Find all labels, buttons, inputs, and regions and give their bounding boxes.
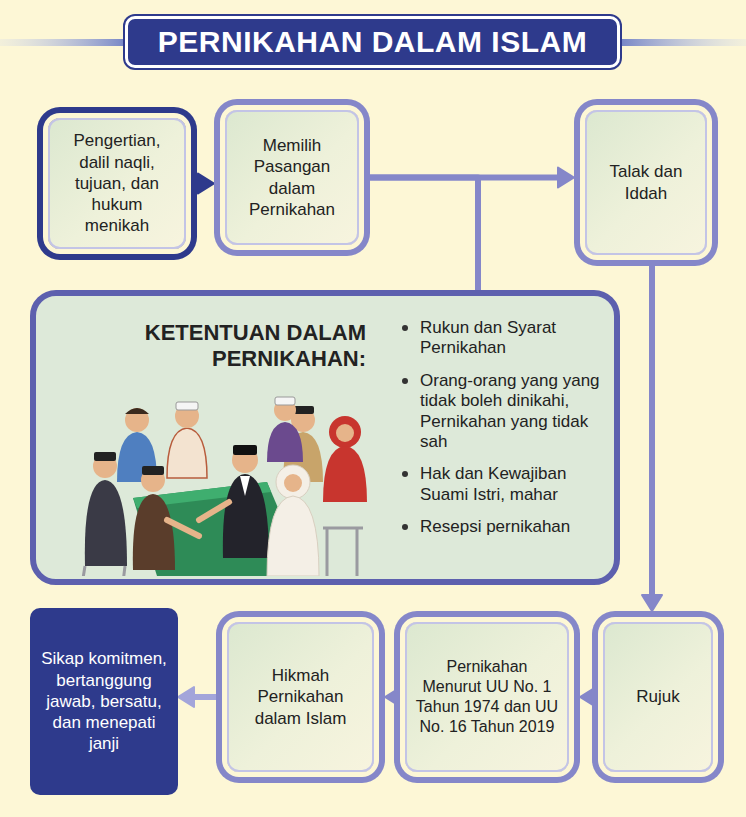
bullet-text: Rukun dan Syarat Pernikahan	[420, 318, 610, 359]
arrow-head	[178, 687, 194, 707]
bullet-dot	[402, 378, 408, 384]
topic-box: Pernikahan Menurut UU No. 1 Tahun 1974 d…	[405, 622, 569, 772]
box-label: Pernikahan Menurut UU No. 1 Tahun 1974 d…	[415, 657, 559, 737]
connector-line	[649, 266, 655, 597]
topic-box: Memilih Pasangan dalam Pernikahan	[225, 110, 359, 245]
topic-box: Rujuk	[603, 622, 713, 772]
box-label: Memilih Pasangan dalam Pernikahan	[235, 135, 349, 220]
bullet-dot	[402, 471, 408, 477]
bullet-text: Resepsi pernikahan	[420, 517, 610, 537]
bullet-item: Hak dan Kewajiban Suami Istri, mahar	[398, 464, 610, 505]
bullet-text: Hak dan Kewajiban Suami Istri, mahar	[420, 464, 610, 505]
title-text: PERNIKAHAN DALAM ISLAM	[158, 25, 587, 59]
box-label: Hikmah Pernikahan dalam Islam	[237, 665, 364, 729]
connector-arrow	[580, 687, 596, 707]
title-banner: PERNIKAHAN DALAM ISLAM	[125, 16, 620, 68]
bullet-item: Orang-orang yang yang tidak boleh dinika…	[398, 371, 610, 453]
box-label: Talak dan Iddah	[595, 161, 697, 204]
bullet-text: Orang-orang yang yang tidak boleh dinika…	[420, 371, 610, 453]
rule-right	[616, 39, 746, 46]
wedding-illustration	[75, 378, 375, 576]
box-label: Pengertian, dalil naqli, tujuan, dan huk…	[58, 130, 176, 236]
connector-arrow	[178, 687, 216, 707]
connector-arrow	[370, 178, 478, 291]
topic-box: Hikmah Pernikahan dalam Islam	[227, 622, 374, 772]
rule-left	[0, 39, 130, 46]
connector-arrow	[197, 174, 214, 194]
topic-box: Pengertian, dalil naqli, tujuan, dan huk…	[48, 118, 186, 249]
connector-line	[370, 178, 478, 291]
arrow-head	[642, 595, 662, 611]
box-label: Rujuk	[636, 686, 679, 707]
box-label: Sikap komitmen, bertanggung jawab, bersa…	[40, 648, 168, 754]
bullet-item: Resepsi pernikahan	[398, 517, 610, 537]
connector-arrow	[385, 687, 401, 707]
panel-heading: KETENTUAN DALAM PERNIKAHAN:	[96, 320, 366, 373]
connector-arrow	[642, 266, 662, 611]
connector-line	[192, 694, 216, 700]
conclusion-box: Sikap komitmen, bertanggung jawab, bersa…	[30, 608, 178, 795]
bullet-dot	[402, 524, 408, 530]
arrow-head	[198, 174, 214, 194]
bullet-item: Rukun dan Syarat Pernikahan	[398, 318, 610, 359]
bullet-list: Rukun dan Syarat PernikahanOrang-orang y…	[398, 318, 610, 550]
arrow-head	[558, 168, 574, 188]
bullet-dot	[402, 325, 408, 331]
arrow-head	[580, 687, 596, 707]
arrow-head	[385, 687, 401, 707]
topic-box: Talak dan Iddah	[585, 110, 707, 255]
